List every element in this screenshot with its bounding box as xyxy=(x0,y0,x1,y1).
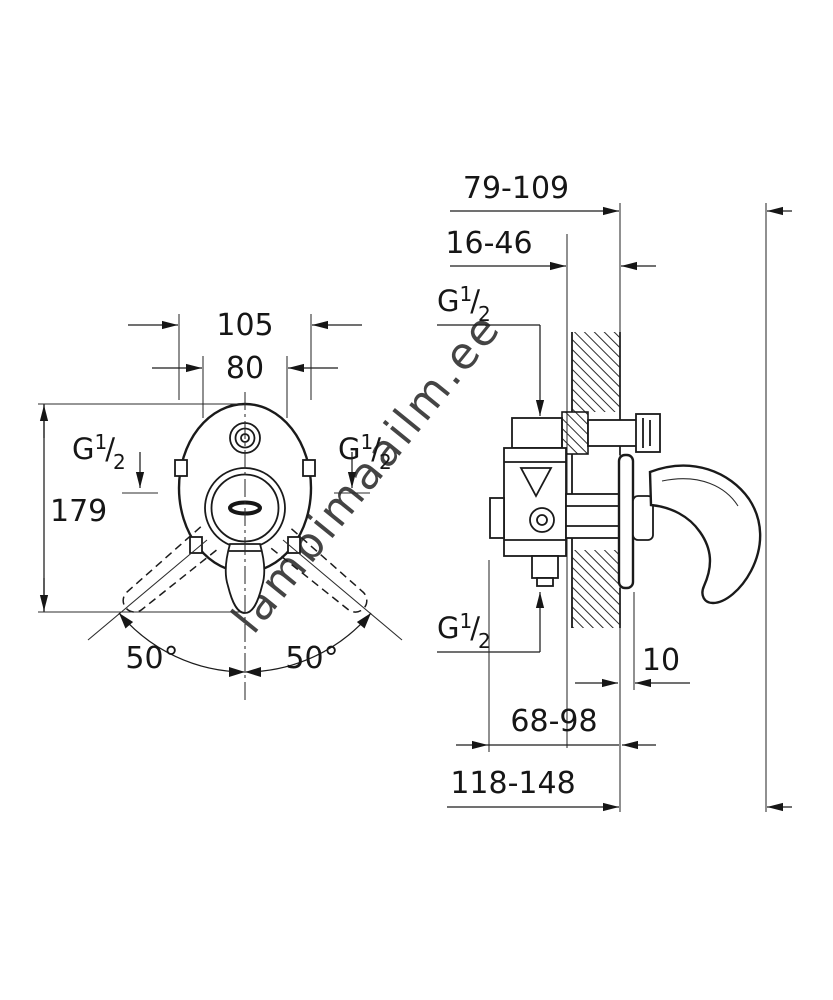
dim-68-98-label: 68-98 xyxy=(510,704,597,739)
rough-in-housing xyxy=(503,447,567,557)
lever-swing-dashed-left xyxy=(122,526,220,613)
mounting-lugs xyxy=(174,459,316,554)
angle-left-label: 50° xyxy=(125,641,178,676)
handle-hub xyxy=(632,495,654,541)
thread-label-side-top: G1/2 xyxy=(437,282,545,416)
angle-right-label: 50° xyxy=(285,641,338,676)
thread-label-side-bottom: G1/2 xyxy=(437,592,545,653)
svg-text:G1/2: G1/2 xyxy=(437,282,491,326)
wall-hatch-lower xyxy=(572,550,620,628)
dim-10-label: 10 xyxy=(642,643,680,678)
dim-height-179: 179 xyxy=(38,403,242,613)
dim-105-label: 105 xyxy=(216,308,273,343)
dim-holes-80: 80 xyxy=(152,351,338,418)
thread-label-front-right: G1/2 xyxy=(334,430,392,494)
valve-stem-sleeve xyxy=(565,493,621,539)
side-port-boss xyxy=(489,497,505,539)
dim-179-label: 179 xyxy=(50,494,107,529)
shower-outlet-pipe xyxy=(587,419,641,447)
side-view: 79-109 16-46 G1/2 G1/2 10 xyxy=(437,171,792,812)
dim-118-148: 118-148 xyxy=(447,766,792,812)
lever-swing-dashed-right xyxy=(270,526,368,613)
dim-16-46-label: 16-46 xyxy=(445,226,532,261)
dim-79-109-label: 79-109 xyxy=(463,171,569,206)
valve-body xyxy=(489,411,661,587)
handle-side xyxy=(632,464,762,605)
dim-80-label: 80 xyxy=(226,351,264,386)
front-view: 50° 50° 105 80 179 xyxy=(38,308,403,700)
dim-68-98: 68-98 xyxy=(456,560,656,752)
svg-text:G1/2: G1/2 xyxy=(72,430,126,474)
thread-label-front-left: G1/2 xyxy=(72,430,158,494)
handle-lever-side xyxy=(648,464,762,605)
dim-16-46: 16-46 xyxy=(445,226,656,271)
bottom-outlet xyxy=(531,555,559,579)
wall-hatch-upper xyxy=(572,332,620,412)
svg-text:G1/2: G1/2 xyxy=(437,609,491,653)
top-port xyxy=(511,417,563,449)
outlet-plug xyxy=(635,413,661,453)
swing-angle-dimension: 50° 50° xyxy=(87,539,403,677)
escutcheon-side xyxy=(617,453,635,590)
dim-10: 10 xyxy=(575,592,690,690)
dim-118-148-label: 118-148 xyxy=(450,766,575,801)
dim-width-105: 105 xyxy=(128,308,362,400)
svg-text:G1/2: G1/2 xyxy=(338,430,392,474)
flow-triangle xyxy=(519,467,553,498)
dim-79-109: 79-109 xyxy=(450,171,792,216)
